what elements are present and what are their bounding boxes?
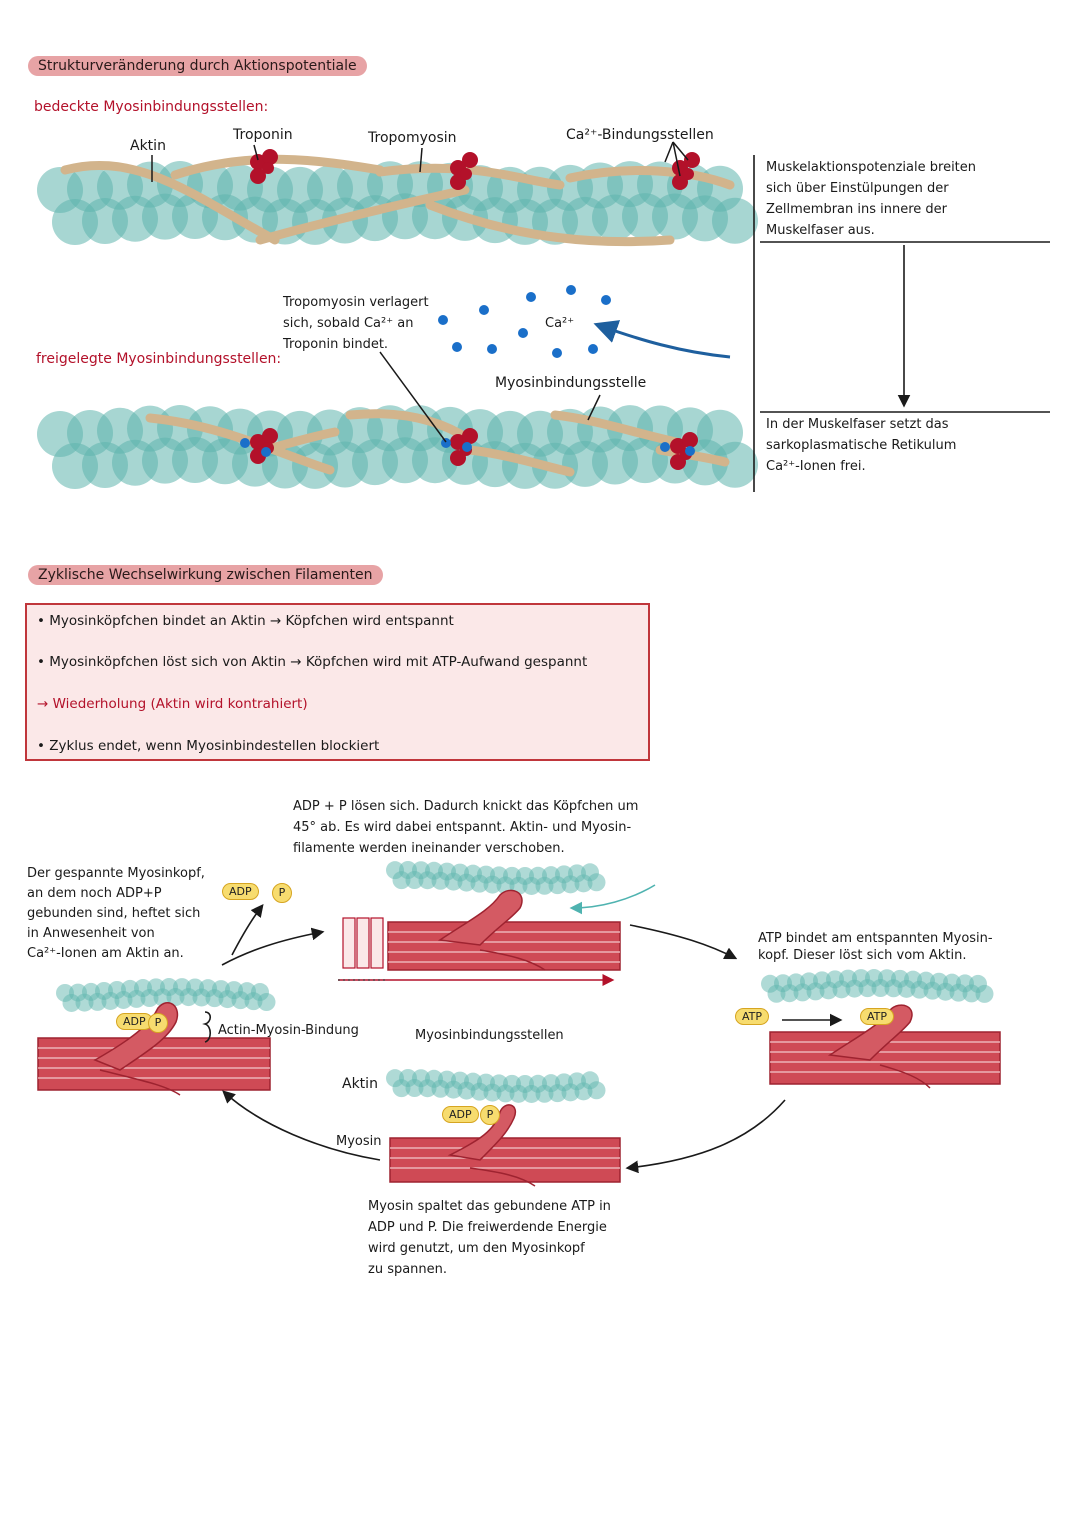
tropomyosin-shift-note: Tropomyosin verlagert sich, sobald Ca²⁺ … [283,292,429,355]
summary-item: • Myosinköpfchen löst sich von Aktin → K… [37,654,588,670]
note-line: Myosin spaltet das gebundene ATP in [368,1199,611,1214]
note-line: ADP + P lösen sich. Dadurch knickt das K… [293,799,639,814]
cycle-myosin-label: Myosin [336,1134,382,1149]
note-line: gebunden sind, heftet sich [27,906,201,921]
freed-sites-label: freigelegte Myosinbindungsstellen: [36,351,282,367]
note-line: Der gespannte Myosinkopf, [27,866,205,881]
myosin-site-label: Myosinbindungsstelle [495,375,647,391]
summary-box: • Myosinköpfchen bindet an Aktin → Köpfc… [25,603,650,761]
note-line: kopf. Dieser löst sich vom Aktin. [758,948,967,963]
note-line: an dem noch ADP+P [27,886,162,901]
note-line: in Anwesenheit von [27,926,155,941]
summary-item: • Zyklus endet, wenn Myosinbindestellen … [37,738,380,754]
cycle-arrows [202,903,843,1174]
actin-bead [587,873,606,892]
side-panel-lines [753,155,1050,492]
note-line: Muskelaktionspotenziale breiten [766,160,977,175]
note-line: Troponin bindet. [283,337,389,352]
actin-bead [257,993,276,1012]
troponin-label: Troponin [233,127,293,143]
tropomyosin-label: Tropomyosin [368,130,457,146]
free-calcium-ions [438,285,611,358]
covered-sites-label: bedeckte Myosinbindungsstellen: [34,99,269,115]
actin-bead [712,441,758,488]
cycle-note-bottom: Myosin spaltet das gebundene ATP in ADP … [368,1196,611,1280]
note-line: filamente werden ineinander verschoben. [293,841,565,856]
note-line: sarkoplasmatische Retikulum [766,438,957,453]
note-line: ADP und P. Die freiwerdende Energie [368,1220,607,1235]
ca-binding-sites-label: Ca²⁺-Bindungsstellen [566,127,714,143]
note-line: ATP bindet am entspannten Myosin- [758,931,993,946]
section-title-structure: Strukturveränderung durch Aktionspotenti… [28,56,367,76]
phosphate-badge-bound: P [148,1013,168,1033]
cycle-note-left: Der gespannte Myosinkopf, an dem noch AD… [27,864,205,964]
myosin-filament-bottom [389,1104,621,1187]
adp-badge-bottom: ADP [442,1106,479,1123]
actin-filament-freed [37,405,758,489]
actin-bead [712,197,758,244]
shift-arrow [569,884,656,915]
side-note-action-potential: Muskelaktionspotenziale breiten sich übe… [766,157,976,241]
actin-bead [975,984,994,1003]
tropomyosin-strands-covered [60,154,735,247]
phosphate-badge-bottom: P [480,1105,500,1125]
note-line: sich, sobald Ca²⁺ an [283,316,414,331]
calcium-label: Ca²⁺ [545,316,575,331]
note-line: Ca²⁺-Ionen frei. [766,459,866,474]
atp-badge-free: ATP [735,1008,770,1025]
adp-badge: ADP [222,883,259,900]
note-line: sich über Einstülpungen der [766,181,949,196]
myosin-sites-label: Myosinbindungsstellen [415,1028,564,1043]
atp-badge-bound: ATP [860,1008,895,1025]
phosphate-badge: P [272,883,292,903]
troponin-clusters-covered [250,149,700,190]
cycle-actin-filaments [56,861,994,1103]
side-note-calcium-release: In der Muskelfaser setzt das sarkoplasma… [766,414,956,477]
note-line: Muskelfaser aus. [766,223,875,238]
note-line: Zellmembran ins innere der [766,202,948,217]
cycle-note-top: ADP + P lösen sich. Dadurch knickt das K… [293,796,638,859]
section-title-cycle: Zyklische Wechselwirkung zwischen Filame… [28,565,383,585]
aktin-label: Aktin [130,138,166,154]
note-line: wird genutzt, um den Myosinkopf [368,1241,585,1256]
summary-item: • Myosinköpfchen bindet an Aktin → Köpfc… [37,613,454,629]
calcium-release-arrow [593,320,731,359]
cycle-aktin-label: Aktin [342,1076,378,1092]
myosin-filament-right [769,1004,1001,1089]
bound-calcium-ions [240,438,695,457]
note-line: Ca²⁺-Ionen am Aktin an. [27,946,184,961]
cycle-note-right: ATP bindet am entspannten Myosin- kopf. … [758,930,993,964]
note-line: zu spannen. [368,1262,448,1277]
note-line: Tropomyosin verlagert [283,295,429,310]
label-leader-lines [151,141,689,443]
actin-myosin-binding-label: Actin-Myosin-Bindung [218,1023,359,1038]
actin-bead [587,1081,606,1100]
note-line: 45° ab. Es wird dabei entspannt. Aktin- … [293,820,632,835]
myosin-filament-top [338,889,621,986]
note-line: In der Muskelfaser setzt das [766,417,949,432]
summary-item-repeat: → Wiederholung (Aktin wird kontrahiert) [37,696,308,712]
